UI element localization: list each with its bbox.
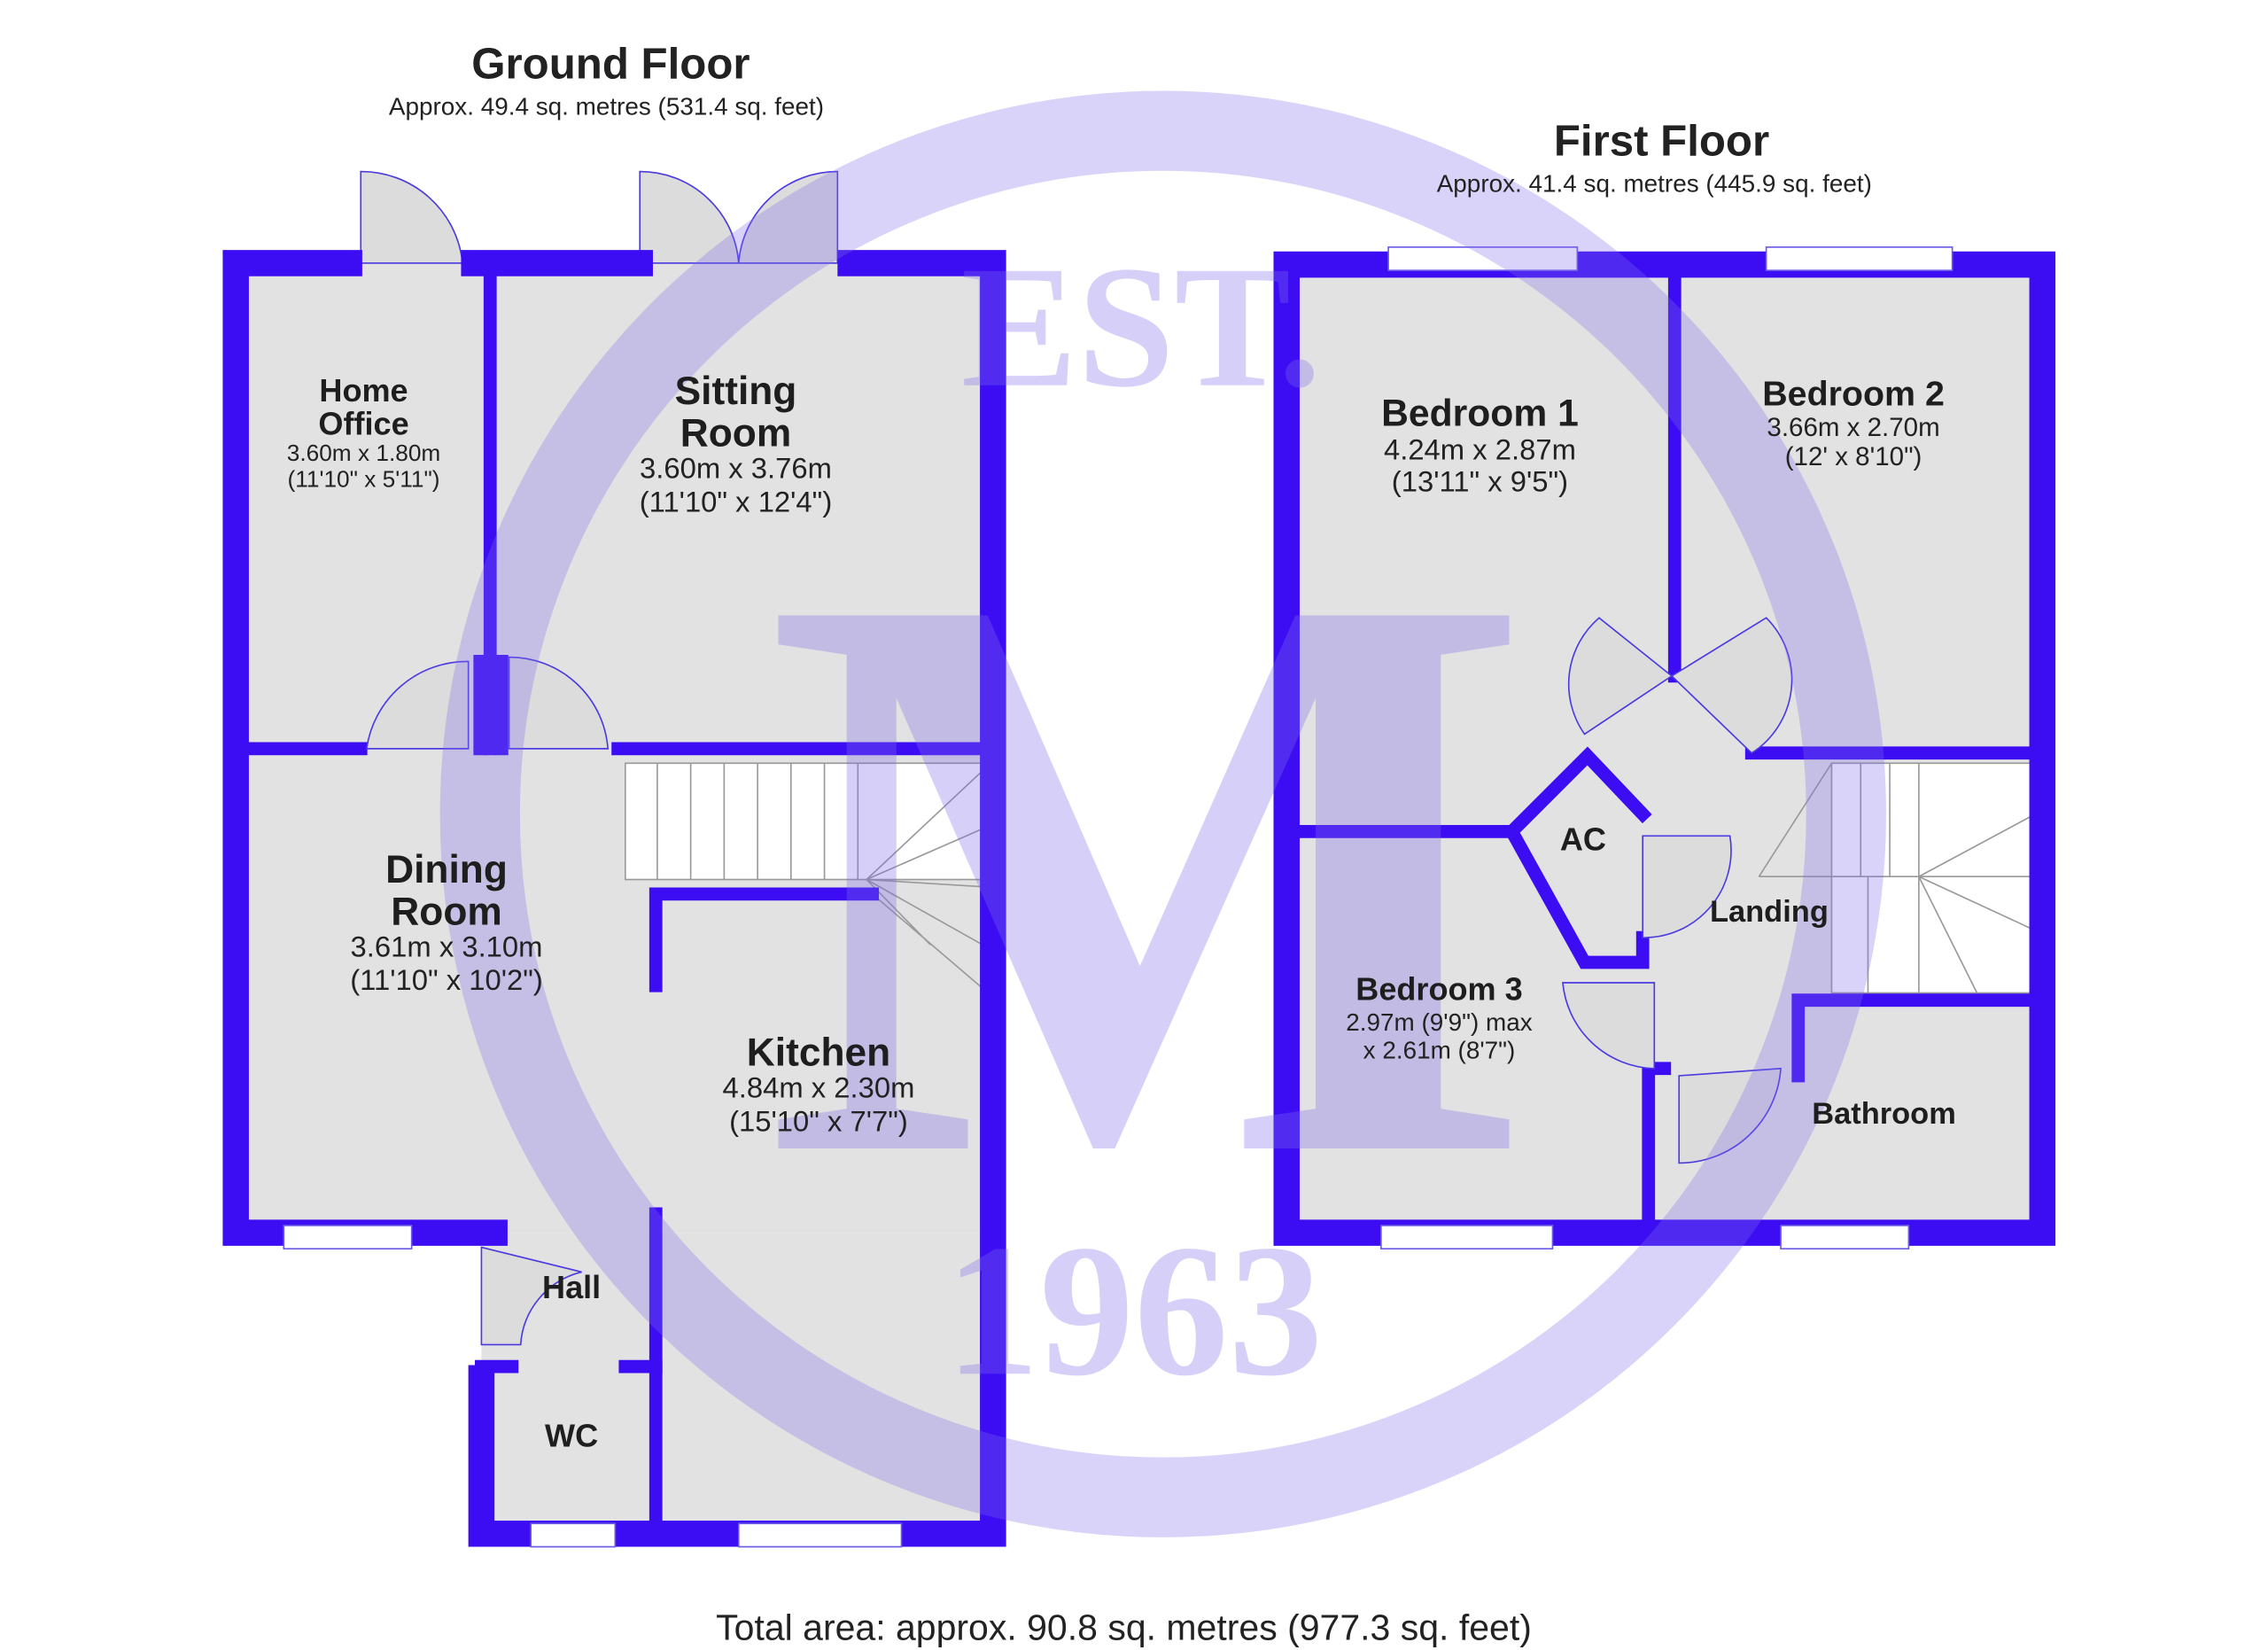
room-landing: Landing — [1710, 895, 1829, 929]
svg-text:Room: Room — [391, 890, 501, 933]
room-sitting-room: Sitting Room 3.60m x 3.76m (11'10" x 12'… — [640, 370, 833, 518]
room-dining-room: Dining Room 3.61m x 3.10m (11'10" x 10'2… — [350, 848, 543, 996]
window-bedroom1 — [1387, 246, 1579, 271]
room-hall: Hall — [542, 1269, 601, 1305]
first-floor-title: First Floor — [1554, 117, 1769, 166]
svg-text:(12' x 8'10"): (12' x 8'10") — [1785, 442, 1922, 471]
sitting-room-french-doors — [639, 170, 839, 264]
room-bedroom-3: Bedroom 3 2.97m (9'9") max x 2.61m (8'7"… — [1346, 971, 1532, 1064]
svg-text:Sitting: Sitting — [675, 370, 797, 413]
svg-text:Office: Office — [318, 406, 408, 442]
bedroom3-door — [1562, 982, 1656, 1070]
ground-floor-area: Approx. 49.4 sq. metres (531.4 sq. feet) — [389, 93, 824, 121]
svg-text:3.61m x 3.10m: 3.61m x 3.10m — [351, 930, 543, 962]
svg-text:(11'10" x 12'4"): (11'10" x 12'4") — [640, 485, 833, 518]
svg-text:(13'11" x 9'5"): (13'11" x 9'5") — [1392, 464, 1568, 497]
svg-text:(15'10" x 7'7"): (15'10" x 7'7") — [729, 1104, 908, 1137]
staircase-ground — [624, 762, 984, 990]
svg-text:3.66m x 2.70m: 3.66m x 2.70m — [1767, 413, 1939, 442]
svg-text:Bedroom 3: Bedroom 3 — [1355, 971, 1522, 1008]
home-office-door — [360, 170, 463, 264]
window-bedroom2 — [1765, 246, 1953, 271]
svg-text:Room: Room — [680, 412, 791, 455]
room-bedroom-2: Bedroom 2 3.66m x 2.70m (12' x 8'10") — [1762, 375, 1945, 471]
watermark-logo: EST. M 1963 — [439, 90, 1886, 1537]
room-bathroom: Bathroom — [1812, 1097, 1956, 1131]
svg-text:x 2.61m (8'7"): x 2.61m (8'7") — [1363, 1036, 1516, 1063]
watermark-est: EST. — [961, 230, 1322, 424]
svg-text:3.60m x 3.76m: 3.60m x 3.76m — [640, 452, 832, 485]
room-ac: AC — [1560, 821, 1606, 858]
window-wc — [530, 1522, 617, 1548]
total-area: Total area: approx. 90.8 sq. metres (977… — [716, 1607, 1532, 1648]
room-wc: WC — [545, 1417, 598, 1453]
svg-text:Home: Home — [319, 372, 408, 409]
svg-text:4.84m x 2.30m: 4.84m x 2.30m — [723, 1071, 915, 1104]
wall-ac-cupboard — [1279, 746, 1652, 969]
bedroom2-door — [1670, 617, 1793, 754]
room-home-office: Home Office 3.60m x 1.80m (11'10" x 5'11… — [287, 372, 441, 493]
first-floor-area: Approx. 41.4 sq. metres (445.9 sq. feet) — [1437, 170, 1872, 198]
ground-outer-wall-right — [468, 250, 1006, 1547]
svg-text:(11'10" x 5'11"): (11'10" x 5'11") — [287, 466, 439, 493]
watermark-letter: M — [765, 423, 1533, 1325]
svg-text:Kitchen: Kitchen — [747, 1031, 890, 1075]
room-kitchen: Kitchen 4.84m x 2.30m (15'10" x 7'7") — [723, 1031, 915, 1138]
svg-text:3.60m x 1.80m: 3.60m x 1.80m — [287, 440, 441, 466]
window-bathroom — [1780, 1225, 1910, 1250]
svg-text:4.24m x 2.87m: 4.24m x 2.87m — [1384, 432, 1576, 465]
svg-text:2.97m (9'9") max: 2.97m (9'9") max — [1346, 1008, 1532, 1036]
first-floor-plan — [1273, 246, 2056, 1250]
dining-sitting-door — [508, 656, 610, 750]
watermark-year: 1963 — [945, 1206, 1324, 1415]
hall-door — [480, 1246, 582, 1346]
watermark-ring — [439, 90, 1886, 1537]
dining-office-door — [365, 660, 470, 750]
svg-text:(11'10" x 10'2"): (11'10" x 10'2") — [350, 963, 543, 996]
svg-text:Bedroom 2: Bedroom 2 — [1762, 375, 1945, 414]
svg-text:Bedroom 1: Bedroom 1 — [1381, 393, 1579, 435]
bedroom1-door — [1567, 617, 1674, 735]
window-dining — [283, 1225, 413, 1250]
staircase-first — [1758, 762, 2036, 994]
wall-stair — [649, 887, 880, 992]
svg-text:Dining: Dining — [385, 848, 508, 891]
room-bedroom-1: Bedroom 1 4.24m x 2.87m (13'11" x 9'5") — [1381, 393, 1579, 498]
bathroom-door — [1678, 1067, 1782, 1164]
window-kitchen — [737, 1522, 903, 1548]
ground-floor-title: Ground Floor — [471, 40, 750, 89]
ac-door — [1642, 835, 1732, 938]
window-bedroom3 — [1380, 1225, 1554, 1250]
ground-floor-plan — [222, 170, 1006, 1548]
